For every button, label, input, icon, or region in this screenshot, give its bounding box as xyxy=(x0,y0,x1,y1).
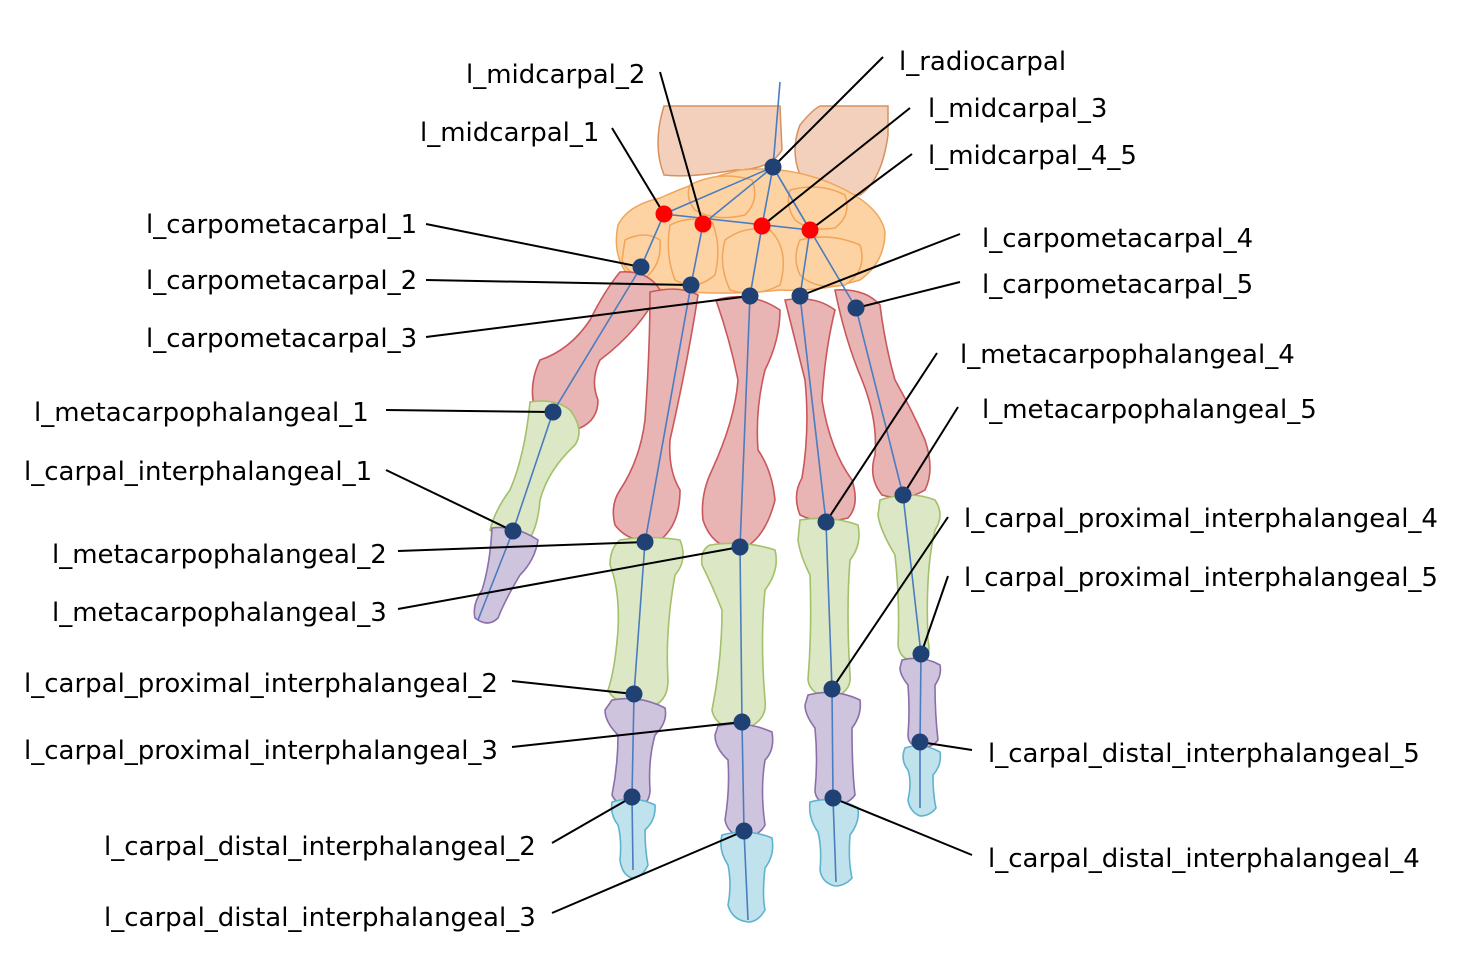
carpometacarpal-5-joint-marker xyxy=(847,299,865,317)
axis-ray-1 xyxy=(477,166,774,621)
distal-interphalangeal-4-joint-marker xyxy=(824,789,842,807)
proximal-phalanx-5 xyxy=(877,494,941,663)
label-carpometacarpal-2: l_carpometacarpal_2 xyxy=(146,266,417,296)
metacarpal-bones xyxy=(531,271,931,551)
leader-lines xyxy=(385,56,973,914)
label-midcarpal-4-5: l_midcarpal_4_5 xyxy=(928,141,1137,171)
leader-line xyxy=(809,153,913,231)
leader-line xyxy=(425,279,692,286)
leader-line xyxy=(855,281,961,309)
label-midcarpal-3: l_midcarpal_3 xyxy=(928,94,1107,124)
proximal-interphalangeal-3-joint-marker xyxy=(733,713,751,731)
proximal-phalanx-1 xyxy=(489,400,580,541)
label-metacarpophalangeal-4: l_metacarpophalangeal_4 xyxy=(960,340,1295,370)
proximal-interphalangeal-2-joint-marker xyxy=(625,685,643,703)
distal-phalanges xyxy=(610,744,942,923)
label-carpometacarpal-4: l_carpometacarpal_4 xyxy=(982,224,1253,254)
joint-labels: l_midcarpal_2 l_radiocarpal l_midcarpal_… xyxy=(24,47,1438,933)
label-carpal-distal-interphalangeal-5: l_carpal_distal_interphalangeal_5 xyxy=(988,739,1420,769)
metacarpophalangeal-4-joint-marker xyxy=(817,513,835,531)
leader-line xyxy=(425,223,642,268)
carpal-bone xyxy=(687,175,756,219)
carpometacarpal-3-joint-marker xyxy=(741,287,759,305)
label-metacarpophalangeal-3: l_metacarpophalangeal_3 xyxy=(52,598,387,628)
leader-line xyxy=(397,546,741,610)
distal-phalanx-5 xyxy=(902,744,942,817)
label-carpal-proximal-interphalangeal-3: l_carpal_proximal_interphalangeal_3 xyxy=(24,736,498,766)
leader-line xyxy=(659,71,704,225)
metacarpophalangeal-2-joint-marker xyxy=(636,533,654,551)
label-carpometacarpal-1: l_carpometacarpal_1 xyxy=(146,210,417,240)
leader-line xyxy=(902,406,959,496)
leader-line xyxy=(831,516,949,690)
carpometacarpal-2-joint-marker xyxy=(682,276,700,294)
metacarpophalangeal-5-joint-marker xyxy=(894,486,912,504)
distal-interphalangeal-3-joint-marker xyxy=(735,822,753,840)
metacarpal-3 xyxy=(701,295,781,551)
midcarpal-4-5-joint-marker xyxy=(801,221,819,239)
leader-line xyxy=(761,107,911,227)
midcarpal-3-joint-marker xyxy=(753,217,771,235)
axis-midcarpal-link xyxy=(663,213,811,231)
axis-forearm xyxy=(772,81,781,168)
leader-line xyxy=(832,797,973,856)
label-carpal-proximal-interphalangeal-2: l_carpal_proximal_interphalangeal_2 xyxy=(24,669,498,699)
midcarpal-2-joint-marker xyxy=(694,215,712,233)
leader-line xyxy=(397,541,646,552)
leader-line xyxy=(551,830,745,914)
carpal-interphalangeal-1-joint-marker xyxy=(504,522,522,540)
proximal-phalanx-2 xyxy=(607,536,684,709)
metacarpal-4 xyxy=(784,297,856,522)
carpometacarpal-1-joint-marker xyxy=(632,258,650,276)
leader-line xyxy=(611,127,665,215)
leader-line xyxy=(385,469,514,532)
radiocarpal-joint-marker xyxy=(764,158,782,176)
leader-line xyxy=(425,295,751,338)
label-carpal-distal-interphalangeal-3: l_carpal_distal_interphalangeal_3 xyxy=(104,903,536,933)
label-carpal-distal-interphalangeal-2: l_carpal_distal_interphalangeal_2 xyxy=(104,832,536,862)
metacarpal-5 xyxy=(834,288,931,499)
leader-line xyxy=(772,56,884,168)
leader-line xyxy=(920,575,949,655)
leader-line xyxy=(919,741,973,751)
label-carpal-proximal-interphalangeal-4: l_carpal_proximal_interphalangeal_4 xyxy=(964,504,1438,534)
distal-interphalangeal-5-joint-marker xyxy=(911,733,929,751)
proximal-interphalangeal-5-joint-marker xyxy=(912,645,930,663)
leader-line xyxy=(551,796,633,844)
label-radiocarpal: l_radiocarpal xyxy=(899,47,1066,77)
metacarpophalangeal-1-joint-marker xyxy=(544,403,562,421)
forearm-bones xyxy=(657,105,889,196)
proximal-interphalangeal-4-joint-marker xyxy=(823,680,841,698)
proximal-phalanx-3 xyxy=(700,542,778,731)
midcarpal-1-joint-marker xyxy=(655,205,673,223)
label-carpal-proximal-interphalangeal-5: l_carpal_proximal_interphalangeal_5 xyxy=(964,563,1438,593)
label-carpal-distal-interphalangeal-4: l_carpal_distal_interphalangeal_4 xyxy=(988,844,1420,874)
carpometacarpal-4-joint-marker xyxy=(791,287,809,305)
joint-markers xyxy=(504,158,930,840)
distal-interphalangeal-2-joint-marker xyxy=(623,788,641,806)
label-carpometacarpal-3: l_carpometacarpal_3 xyxy=(146,324,417,354)
label-midcarpal-2: l_midcarpal_2 xyxy=(466,60,645,90)
leader-line xyxy=(511,721,743,748)
label-metacarpophalangeal-5: l_metacarpophalangeal_5 xyxy=(982,395,1317,425)
label-carpometacarpal-5: l_carpometacarpal_5 xyxy=(982,270,1253,300)
metacarpophalangeal-3-joint-marker xyxy=(731,538,749,556)
leader-line xyxy=(799,233,961,297)
label-metacarpophalangeal-1: l_metacarpophalangeal_1 xyxy=(34,398,369,428)
label-midcarpal-1: l_midcarpal_1 xyxy=(420,118,599,148)
first-distal-phalanx xyxy=(473,526,539,624)
proximal-phalanges xyxy=(489,400,941,731)
leader-line xyxy=(511,680,635,695)
label-metacarpophalangeal-2: l_metacarpophalangeal_2 xyxy=(52,540,387,570)
radius-bone xyxy=(657,105,783,177)
leader-line xyxy=(385,409,554,413)
label-carpal-interphalangeal-1: l_carpal_interphalangeal_1 xyxy=(24,457,372,487)
leader-line xyxy=(825,352,938,523)
